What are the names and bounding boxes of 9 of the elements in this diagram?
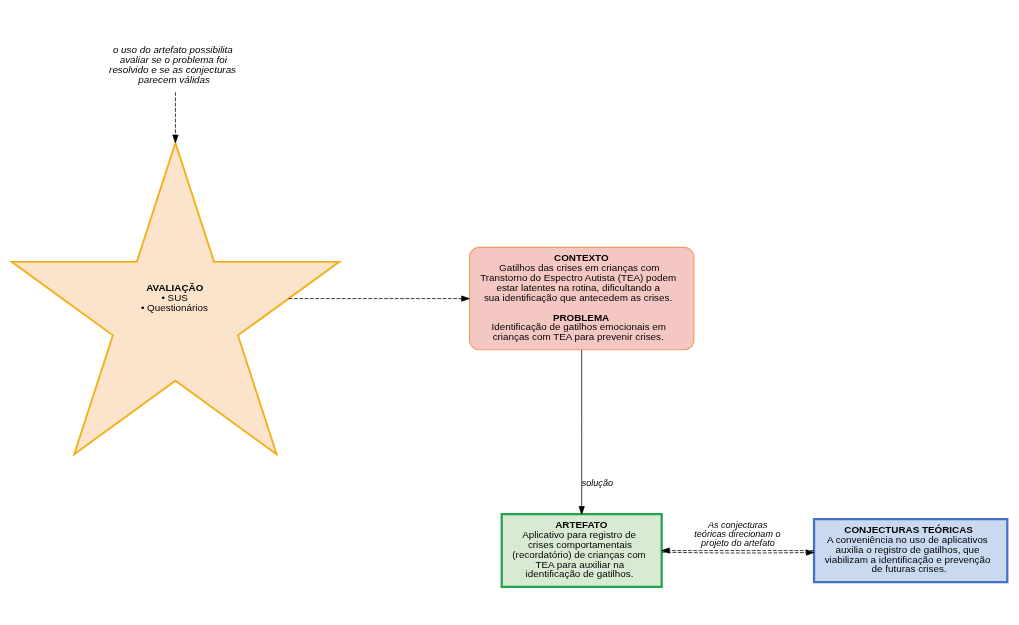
arrow <box>578 349 585 515</box>
node-box: ARTEFATO Aplicativo para registro de crises comportamentais (recordatório) de crianças com TEA para auxiliar na identificação de gatilhos. <box>500 512 663 588</box>
edge-label: solução <box>581 477 613 488</box>
arrow <box>172 91 179 143</box>
arrow <box>288 295 470 302</box>
node-box: CONJECTURAS TEÓRICAS A conveniência no uso de aplicativos auxilia o registro de gatilhos, que viabilizam a identificação e prevenção de futuras crises. <box>812 517 1009 583</box>
node-box: CONTEXTO Gatilhos das crises em crianças com Transtorno do Espectro Autista (TEA) podem estar latentes na rotina, dificultando a sua identificação que antecedem as crises. PROBLEMA Identificação de gatilhos emocionais em crianças com TEA para prevenir crises. <box>468 246 695 350</box>
edge-label: As conjecturas teóricas direcionam o projeto do artefato <box>694 519 781 548</box>
node-text: o uso do artefato possibilita avaliar se o problema foi resolvido e se as conjecturas parecem válidas <box>109 43 237 85</box>
